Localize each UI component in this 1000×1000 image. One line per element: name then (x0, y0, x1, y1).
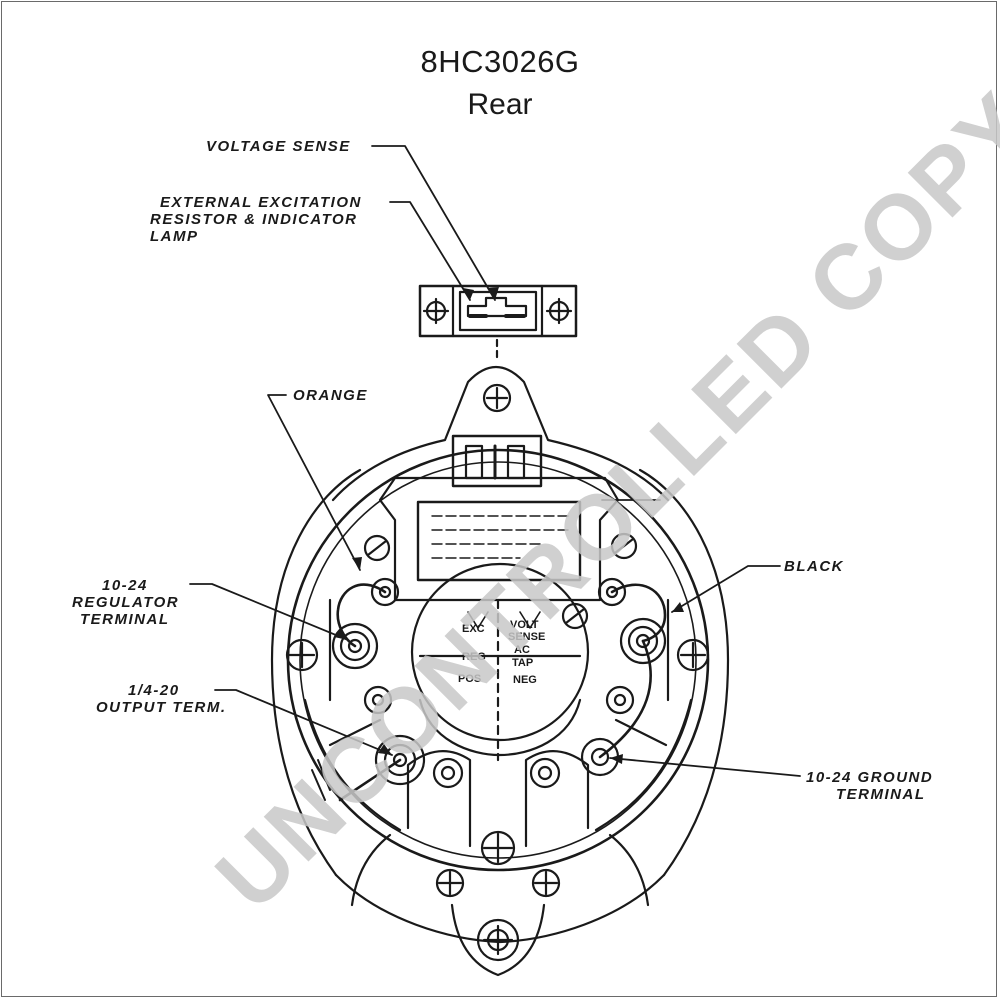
connector-plug (418, 284, 578, 364)
output-terminal-label-line1: 1/4-20 (128, 682, 180, 699)
regulator-terminal-label-line3: TERMINAL (80, 611, 170, 628)
ground-terminal-label-line2: TERMINAL (836, 786, 926, 803)
regulator-terminal-label-line2: REGULATOR (72, 594, 179, 611)
volt-sense-mark-line2: SENSE (508, 631, 545, 643)
external-excitation-label-line1: EXTERNAL EXCITATION (160, 194, 362, 211)
view-title: Rear (467, 88, 533, 121)
regulator-terminal-label-line1: 10-24 (102, 577, 148, 594)
black-wire-label: BLACK (784, 558, 844, 575)
model-title: 8HC3026G (420, 44, 580, 79)
voltage-sense-label: VOLTAGE SENSE (206, 138, 351, 155)
external-excitation-label-line3: LAMP (150, 228, 199, 245)
reg-mark: REG (462, 651, 486, 663)
ac-tap-mark-line2: TAP (512, 657, 533, 669)
external-excitation-label-line2: RESISTOR & INDICATOR (150, 211, 358, 228)
orange-wire-label: ORANGE (293, 387, 368, 404)
terminal-bolts (285, 383, 710, 962)
exc-mark: EXC (462, 623, 485, 635)
arrow-heads (334, 287, 684, 764)
volt-sense-mark-line1: VOLT (510, 619, 539, 631)
output-terminal-label-line2: OUTPUT TERM. (96, 699, 227, 716)
leader-lines (189, 145, 801, 777)
pos-mark: POS (458, 673, 481, 685)
neg-mark: NEG (513, 674, 537, 686)
ac-tap-mark-line1: AC (514, 644, 530, 656)
regulator-assembly (378, 434, 620, 762)
ground-terminal-label-line1: 10-24 GROUND (806, 769, 933, 786)
